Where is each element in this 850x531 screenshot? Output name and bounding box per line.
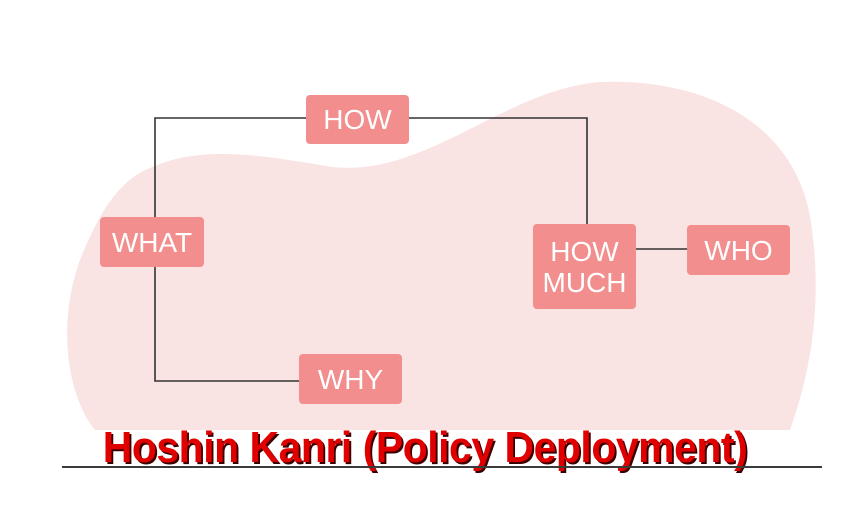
node-why: WHY <box>299 354 402 404</box>
node-how: HOW <box>306 95 409 144</box>
node-who: WHO <box>687 225 790 275</box>
connector-what-why <box>154 266 302 382</box>
node-how-much: HOW MUCH <box>533 224 636 309</box>
title-underline <box>62 466 822 468</box>
blob-shape <box>67 81 816 431</box>
node-what: WHAT <box>100 217 204 267</box>
diagram-title: Hoshin Kanri (Policy Deployment) <box>102 423 748 472</box>
connector-how-howmuch <box>408 117 588 225</box>
connector-what-how <box>154 117 310 217</box>
connectors <box>154 117 688 382</box>
